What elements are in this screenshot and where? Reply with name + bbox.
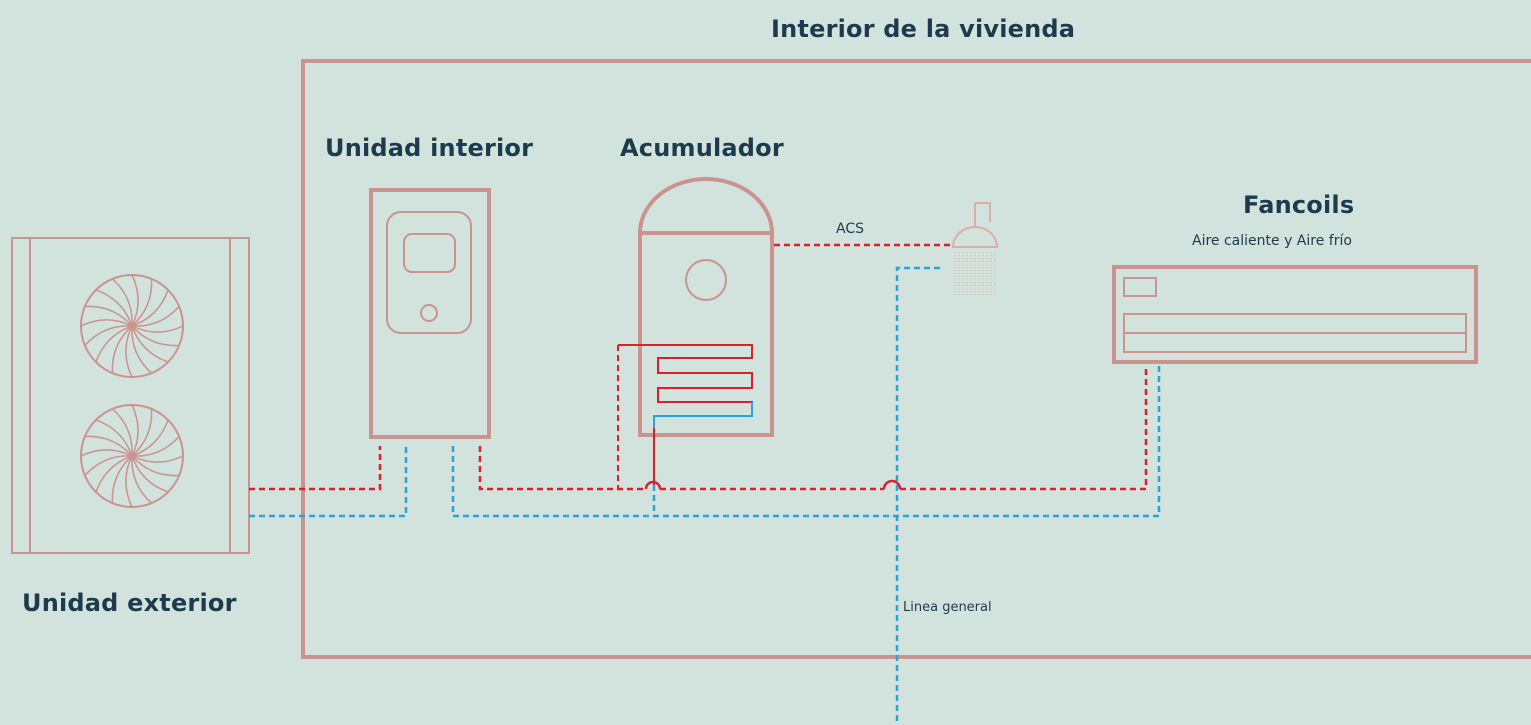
fan-bottom-icon	[80, 404, 184, 508]
outdoor-unit	[11, 237, 250, 554]
house-boundary	[301, 59, 1531, 659]
indoor-unit	[369, 188, 491, 439]
fancoils-sublabel: Aire caliente y Aire frío	[1192, 233, 1352, 249]
fancoils-label: Fancoils	[1243, 191, 1355, 219]
main-line-label: Linea general	[903, 600, 992, 615]
acs-label: ACS	[836, 221, 864, 237]
house-title: Interior de la vivienda	[771, 15, 1076, 43]
cold-water-lines	[249, 266, 1161, 725]
indoor-unit-label: Unidad interior	[325, 134, 534, 162]
hot-water-lines	[249, 243, 1148, 491]
outdoor-unit-label: Unidad exterior	[22, 589, 237, 617]
fancoil-unit	[1112, 265, 1478, 364]
crossover-bumps	[644, 479, 902, 490]
accumulator-tank	[617, 177, 774, 488]
accumulator-label: Acumulador	[620, 134, 784, 162]
fan-top-icon	[80, 274, 184, 378]
shower-icon	[951, 202, 999, 296]
